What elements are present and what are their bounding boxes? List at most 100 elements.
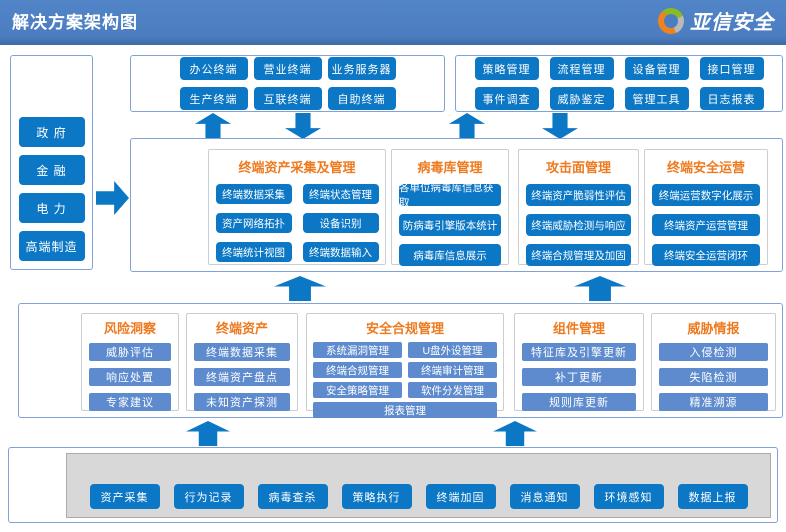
- terminal-item: 自助终端: [327, 87, 396, 110]
- management-item: 事件调查: [474, 87, 539, 110]
- section-threat-intel: 威胁情报 入侵检测失陷检测精准溯源: [651, 313, 776, 411]
- agent-item: 数据上报: [677, 484, 748, 509]
- platform-item: 终端合规管理及加固: [526, 244, 631, 266]
- management-item: 流程管理: [549, 57, 614, 80]
- capability-item: 终端数据采集: [194, 343, 290, 361]
- terminal-types-panel: 办公终端营业终端业务服务器生产终端互联终端自助终端: [130, 55, 445, 112]
- agent-item: 策略执行: [341, 484, 412, 509]
- platform-item: 终端威胁检测与响应: [526, 214, 631, 236]
- management-item: 策略管理: [474, 57, 539, 80]
- platform-item: 防病毒引擎版本统计: [399, 214, 501, 236]
- capability-item: 入侵检测: [659, 343, 768, 361]
- capability-item: 精准溯源: [659, 393, 768, 411]
- section-title: 终端资产: [215, 321, 268, 336]
- capability-item: 未知资产探测: [194, 393, 290, 411]
- down-arrow: [285, 113, 321, 139]
- terminal-item: 生产终端: [179, 87, 248, 110]
- management-item: 威胁鉴定: [549, 87, 614, 110]
- platform-item: 终端资产脆弱性评估: [526, 184, 631, 206]
- platform-item: 各单位病毒库信息获取: [399, 182, 501, 209]
- section-title: 风险洞察: [103, 321, 156, 336]
- section-risk-insight: 风险洞察 威胁评估响应处置专家建议: [81, 313, 179, 411]
- management-item: 管理工具: [624, 87, 689, 110]
- capability-item: U盘外设管理: [408, 342, 497, 358]
- up-arrow: [186, 421, 230, 446]
- page-title: 解决方案架构图: [12, 13, 138, 32]
- section-title: 组件管理: [552, 321, 605, 336]
- management-item: 日志报表: [699, 87, 764, 110]
- section-attack-surface-mgmt: 攻击面管理 终端资产脆弱性评估终端威胁检测与响应终端合规管理及加固: [518, 149, 639, 266]
- capability-item: 补丁更新: [522, 368, 636, 386]
- brand-name: 亚信安全: [690, 12, 774, 34]
- terminal-item: 业务服务器: [327, 57, 396, 80]
- up-arrow: [274, 276, 326, 301]
- section-title: 安全合规管理: [365, 321, 444, 336]
- section-terminal-security-ops: 终端安全运营 终端运营数字化展示终端资产运营管理终端安全运营闭环: [644, 149, 768, 266]
- section-title: 终端安全运营: [666, 160, 745, 175]
- brand-logo-icon: [658, 7, 684, 34]
- industry-item: 高端制造: [18, 231, 85, 261]
- section-title: 病毒库管理: [417, 160, 483, 175]
- agent-item: 消息通知: [509, 484, 580, 509]
- platform-item: 终端状态管理: [302, 184, 379, 204]
- header-bar: 解决方案架构图 亚信安全: [0, 0, 786, 45]
- up-arrow: [195, 113, 231, 139]
- agent-panel: 资产采集行为记录病毒查杀策略执行终端加固消息通知环境感知数据上报: [8, 447, 778, 523]
- section-title: 威胁情报: [687, 321, 740, 336]
- section-title: 攻击面管理: [545, 160, 611, 175]
- platform-item: 资产网络拓扑: [215, 213, 292, 233]
- agent-item: 终端加固: [425, 484, 496, 509]
- section-items: 各单位病毒库信息获取防病毒引擎版本统计病毒库信息展示: [392, 182, 508, 266]
- industry-item: 金 融: [18, 155, 85, 185]
- platform-item: 终端运营数字化展示: [652, 184, 760, 206]
- section-items: 终端数据采集终端资产盘点未知资产探测: [187, 343, 297, 411]
- section-component-mgmt: 组件管理 特征库及引擎更新补丁更新规则库更新: [514, 313, 644, 411]
- platform-item: 终端数据输入: [302, 242, 379, 262]
- platform-item: 终端统计视图: [215, 242, 292, 262]
- terminal-item: 互联终端: [253, 87, 322, 110]
- brand: 亚信安全: [658, 6, 774, 35]
- platform-item: 病毒库信息展示: [399, 244, 501, 266]
- section-items: 威胁评估响应处置专家建议: [82, 343, 178, 411]
- down-arrow: [542, 113, 578, 139]
- capability-item: 规则库更新: [522, 393, 636, 411]
- management-tools-panel: 策略管理流程管理设备管理接口管理事件调查威胁鉴定管理工具日志报表: [455, 55, 783, 112]
- industries-panel: 政 府金 融电 力高端制造: [10, 55, 93, 270]
- capability-item: 威胁评估: [89, 343, 171, 361]
- management-item: 设备管理: [624, 57, 689, 80]
- agent-item: 行为记录: [173, 484, 244, 509]
- capability-item: 系统漏洞管理: [313, 342, 402, 358]
- terminal-item: 办公终端: [179, 57, 248, 80]
- platform-item: 终端资产运营管理: [652, 214, 760, 236]
- section-title: 终端资产采集及管理: [238, 160, 356, 175]
- capability-item: 响应处置: [89, 368, 171, 386]
- platform-item: 终端数据采集: [215, 184, 292, 204]
- section-items: 终端数据采集终端状态管理资产网络拓扑设备识别终端统计视图终端数据输入: [209, 184, 385, 262]
- section-items: 终端运营数字化展示终端资产运营管理终端安全运营闭环: [645, 184, 767, 266]
- platform-panel: 终端资产采集及管理 终端数据采集终端状态管理资产网络拓扑设备识别终端统计视图终端…: [130, 138, 783, 272]
- industry-item: 政 府: [18, 117, 85, 147]
- management-item: 接口管理: [699, 57, 764, 80]
- capability-item: 失陷检测: [659, 368, 768, 386]
- capability-item: 终端资产盘点: [194, 368, 290, 386]
- capability-item-wide: 报表管理: [313, 402, 497, 418]
- agent-item: 资产采集: [89, 484, 160, 509]
- capability-item: 软件分发管理: [408, 382, 497, 398]
- capability-item: 特征库及引擎更新: [522, 343, 636, 361]
- up-arrow: [449, 113, 485, 139]
- up-arrow: [574, 276, 626, 301]
- section-terminal-asset-mgmt: 终端资产采集及管理 终端数据采集终端状态管理资产网络拓扑设备识别终端统计视图终端…: [208, 149, 386, 265]
- capability-item: 终端合规管理: [313, 362, 402, 378]
- agent-modules-tray: 资产采集行为记录病毒查杀策略执行终端加固消息通知环境感知数据上报: [66, 453, 771, 518]
- section-items: 特征库及引擎更新补丁更新规则库更新: [515, 343, 643, 411]
- capability-item: 终端审计管理: [408, 362, 497, 378]
- capability-item: 专家建议: [89, 393, 171, 411]
- section-virus-db-mgmt: 病毒库管理 各单位病毒库信息获取防病毒引擎版本统计病毒库信息展示: [391, 149, 509, 266]
- agent-item: 病毒查杀: [257, 484, 328, 509]
- capabilities-panel: 风险洞察 威胁评估响应处置专家建议 终端资产 终端数据采集终端资产盘点未知资产探…: [18, 303, 783, 418]
- up-arrow: [493, 421, 537, 446]
- industry-item: 电 力: [18, 193, 85, 223]
